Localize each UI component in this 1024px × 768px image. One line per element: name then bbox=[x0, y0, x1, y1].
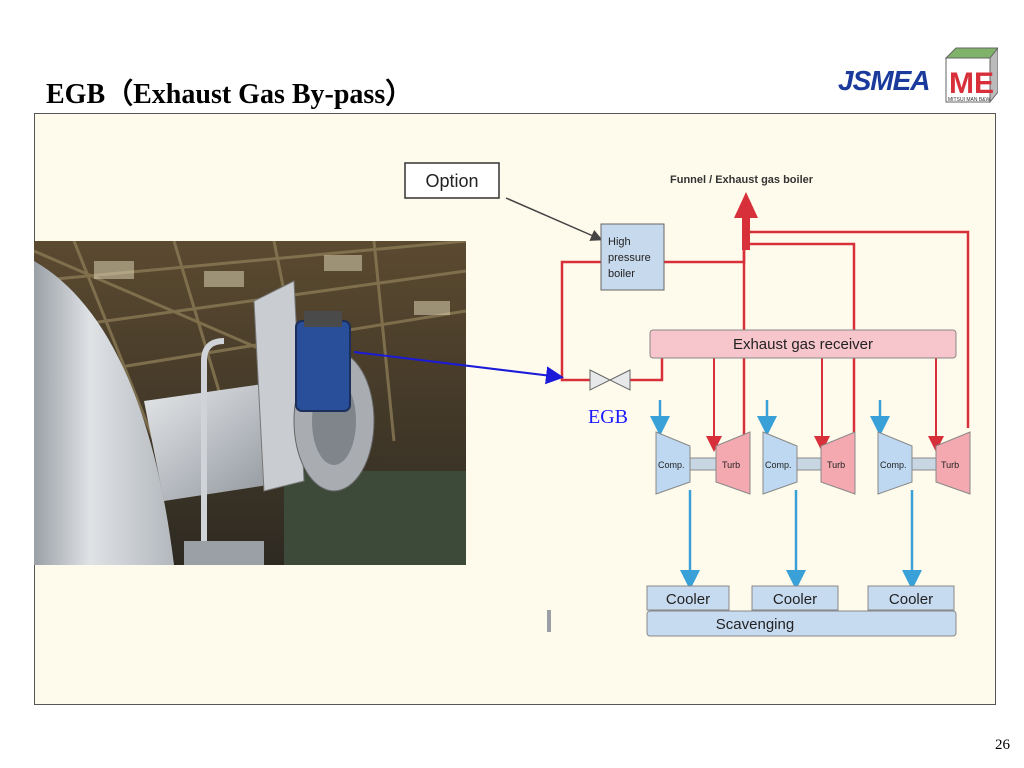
turbine-3-label: Turb bbox=[941, 460, 959, 470]
turbocharger-2: Comp. Turb bbox=[762, 431, 856, 495]
cooler-3-label: Cooler bbox=[889, 591, 933, 608]
cooler-2-label: Cooler bbox=[773, 591, 817, 608]
cooler-2: Cooler bbox=[751, 585, 839, 611]
jsmea-logo-text: JSMEA bbox=[838, 65, 929, 96]
turbocharger-1: Comp. Turb bbox=[655, 431, 751, 495]
boiler-label-line-3: boiler bbox=[608, 268, 635, 280]
compressor-to-cooler-lines bbox=[680, 490, 922, 590]
turbine-1-label: Turb bbox=[722, 460, 740, 470]
turbine-2-label: Turb bbox=[827, 460, 845, 470]
turbine-2 bbox=[820, 431, 856, 495]
turbine-1 bbox=[715, 431, 751, 495]
compressor-2 bbox=[762, 431, 798, 495]
egb-valve-icon bbox=[589, 369, 631, 391]
option-label: Option bbox=[425, 171, 478, 191]
funnel-arrow-icon bbox=[734, 192, 758, 250]
egb-photo bbox=[34, 241, 466, 565]
scavenging-receiver: Scavenging bbox=[646, 610, 957, 637]
cooler-1-label: Cooler bbox=[666, 591, 710, 608]
egb-label: EGB bbox=[588, 406, 628, 428]
exhaust-gas-receiver: Exhaust gas receiver bbox=[649, 329, 957, 359]
turbocharger-3: Comp. Turb bbox=[877, 431, 971, 495]
jsmea-logo: JSMEA ME MITSUI MAN B&W bbox=[838, 47, 998, 104]
me-emblem-icon: ME MITSUI MAN B&W bbox=[944, 47, 998, 104]
compressor-3-label: Comp. bbox=[880, 460, 907, 470]
turbine-3 bbox=[935, 431, 971, 495]
page-number: 26 bbox=[995, 737, 1010, 753]
egb-pointer-arrow bbox=[353, 351, 564, 385]
funnel-label: Funnel / Exhaust gas boiler bbox=[670, 174, 814, 186]
diagram-source-mark bbox=[547, 610, 551, 632]
compressor-3 bbox=[877, 431, 913, 495]
compressor-2-label: Comp. bbox=[765, 460, 792, 470]
cooler-3: Cooler bbox=[867, 585, 955, 611]
cooler-1: Cooler bbox=[646, 585, 730, 611]
me-emblem-subtext: MITSUI MAN B&W bbox=[948, 97, 991, 103]
receiver-to-turbine-lines bbox=[706, 358, 944, 452]
compressor-1-label: Comp. bbox=[658, 460, 685, 470]
air-intake-arrows bbox=[650, 400, 890, 436]
compressor-1 bbox=[655, 431, 691, 495]
option-box: Option bbox=[404, 162, 500, 199]
option-pointer-arrow bbox=[505, 197, 603, 241]
boiler-label-line-1: High bbox=[608, 236, 631, 248]
slide-title: EGB（Exhaust Gas By-pass） bbox=[46, 79, 414, 110]
scavenging-label: Scavenging bbox=[716, 616, 794, 633]
receiver-label: Exhaust gas receiver bbox=[733, 336, 873, 353]
boiler-label-line-2: pressure bbox=[608, 252, 651, 264]
high-pressure-boiler-box: High pressure boiler bbox=[600, 223, 665, 291]
me-emblem-text: ME bbox=[949, 67, 994, 100]
